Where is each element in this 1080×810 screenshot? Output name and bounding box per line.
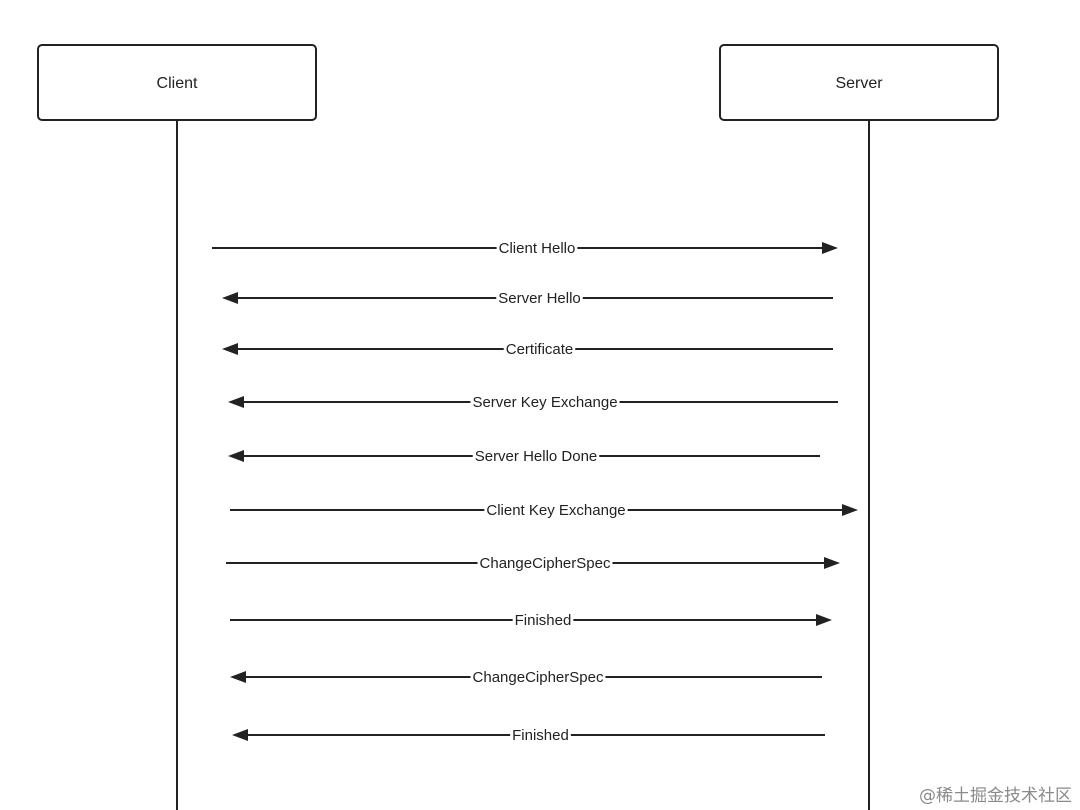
message-label: Client Key Exchange <box>486 502 625 519</box>
message: Client Key Exchange <box>230 501 858 519</box>
message-label-background <box>477 554 613 572</box>
message-arrowhead <box>228 450 244 462</box>
message: Certificate <box>222 340 833 358</box>
message-arrowhead <box>842 504 858 516</box>
message-label-background <box>470 668 606 686</box>
message-label: Finished <box>512 727 569 744</box>
message-arrowhead <box>232 729 248 741</box>
message-label: ChangeCipherSpec <box>480 555 611 572</box>
message: Client Hello <box>212 239 838 257</box>
message-label-background <box>496 239 578 257</box>
client-actor: Client <box>37 44 317 121</box>
server-actor-box <box>719 44 999 121</box>
message-label-background <box>510 726 571 744</box>
message-label: ChangeCipherSpec <box>473 669 604 686</box>
message: Finished <box>232 726 825 744</box>
message-arrowhead <box>222 292 238 304</box>
messages: Client Hello Server Hello Certificate Se… <box>212 239 858 744</box>
message-arrowhead <box>816 614 832 626</box>
watermark: @稀土掘金技术社区 <box>919 786 1072 806</box>
message: Server Hello <box>222 289 833 307</box>
message-arrowhead <box>230 671 246 683</box>
client-actor-label: Client <box>157 75 198 92</box>
message-label: Server Hello Done <box>475 448 598 465</box>
message-arrowhead <box>222 343 238 355</box>
message: Server Hello Done <box>228 447 820 465</box>
message: ChangeCipherSpec <box>226 554 840 572</box>
server-actor: Server <box>719 44 999 121</box>
message-label: Client Hello <box>499 240 576 257</box>
message-arrowhead <box>822 242 838 254</box>
message-label: Finished <box>515 612 572 629</box>
message-label-background <box>484 501 628 519</box>
message-label-background <box>472 447 600 465</box>
message: ChangeCipherSpec <box>230 668 822 686</box>
message-label: Server Key Exchange <box>472 394 617 411</box>
message-label: Server Hello <box>498 290 581 307</box>
message-label-background <box>496 289 583 307</box>
message-label-background <box>503 340 576 358</box>
message-label-background <box>470 393 620 411</box>
message-label: Certificate <box>506 341 574 358</box>
server-actor-label: Server <box>835 75 883 92</box>
message-arrowhead <box>228 396 244 408</box>
message: Server Key Exchange <box>228 393 838 411</box>
message-arrowhead <box>824 557 840 569</box>
message-label-background <box>512 611 574 629</box>
message: Finished <box>230 611 832 629</box>
